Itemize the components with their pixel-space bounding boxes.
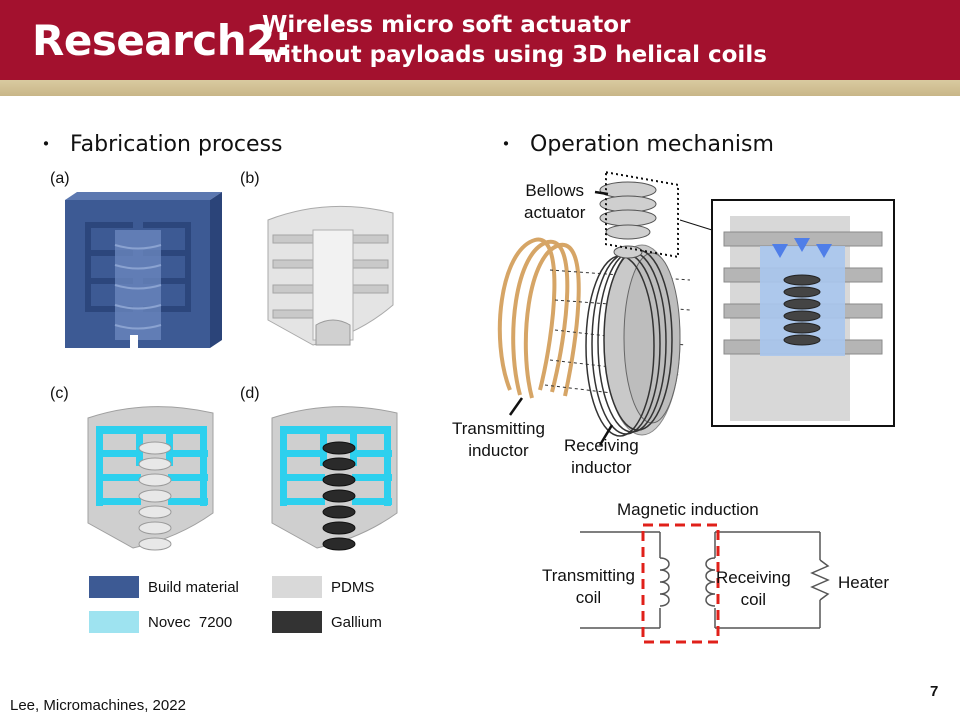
panel-label-c: (c) [50, 385, 69, 402]
bellows-label-line-1: Bellows [525, 181, 585, 200]
legend-swatch-novec [89, 611, 139, 633]
bullet-icon: ・ [36, 132, 56, 156]
operation-heading: ・ Operation mechanism [496, 128, 774, 157]
transmitting-inductor-label: Transmitting inductor [452, 418, 545, 462]
tx-coil-line-1: Transmitting [542, 566, 635, 585]
legend-label-gallium: Gallium [331, 614, 382, 631]
rx-coil-line-2: coil [740, 590, 767, 609]
panel-label-a: (a) [50, 170, 70, 187]
slide-title: Research2: [32, 16, 292, 65]
circuit-diagram [580, 523, 830, 644]
page-number: 7 [930, 683, 939, 700]
slide-subtitle: Wireless micro soft actuator without pay… [262, 10, 767, 70]
fabrication-heading-text: Fabrication process [70, 132, 283, 157]
tx-coil-line-2: coil [575, 588, 602, 607]
legend-swatch-build-material [89, 576, 139, 598]
transmitting-coil-label: Transmitting coil [542, 565, 635, 609]
title-banner [0, 0, 960, 80]
legend-label-pdms: PDMS [331, 579, 375, 596]
citation: Lee, Micromachines, 2022 [10, 697, 186, 714]
operation-mechanism-figure [497, 171, 895, 446]
legend-swatch-gallium [272, 611, 322, 633]
receiving-label-line-1: Receiving [564, 436, 639, 455]
novec-filled-figure [87, 406, 214, 551]
title-banner-strip [0, 80, 960, 96]
rx-coil-line-1: Receiving [716, 568, 791, 587]
heater-label: Heater [838, 573, 890, 592]
legend-label-novec: Novec 7200 [148, 614, 233, 631]
bullet-icon: ・ [496, 132, 516, 156]
legend-label-build-material: Build material [148, 579, 239, 596]
pdms-mold-figure [267, 205, 394, 346]
gallium-filled-figure [271, 406, 398, 551]
fabrication-heading: ・ Fabrication process [36, 128, 283, 157]
receiving-label-line-2: inductor [571, 458, 632, 477]
subtitle-line-1: Wireless micro soft actuator [262, 12, 631, 38]
magnetic-induction-label: Magnetic induction [617, 500, 759, 519]
transmitting-label-line-2: inductor [468, 441, 529, 460]
bellows-label-line-2: actuator [524, 203, 586, 222]
receiving-inductor-label: Receiving inductor [564, 435, 639, 479]
build-material-block-figure [65, 192, 222, 348]
panel-label-d: (d) [240, 385, 260, 402]
transmitting-label-line-1: Transmitting [452, 419, 545, 438]
receiving-coil-label: Receiving coil [716, 567, 791, 611]
operation-heading-text: Operation mechanism [530, 132, 774, 157]
legend-swatch-pdms [272, 576, 322, 598]
bellows-actuator-label: Bellows actuator [524, 180, 585, 224]
panel-label-b: (b) [240, 170, 260, 187]
subtitle-line-2: without payloads using 3D helical coils [262, 42, 767, 68]
